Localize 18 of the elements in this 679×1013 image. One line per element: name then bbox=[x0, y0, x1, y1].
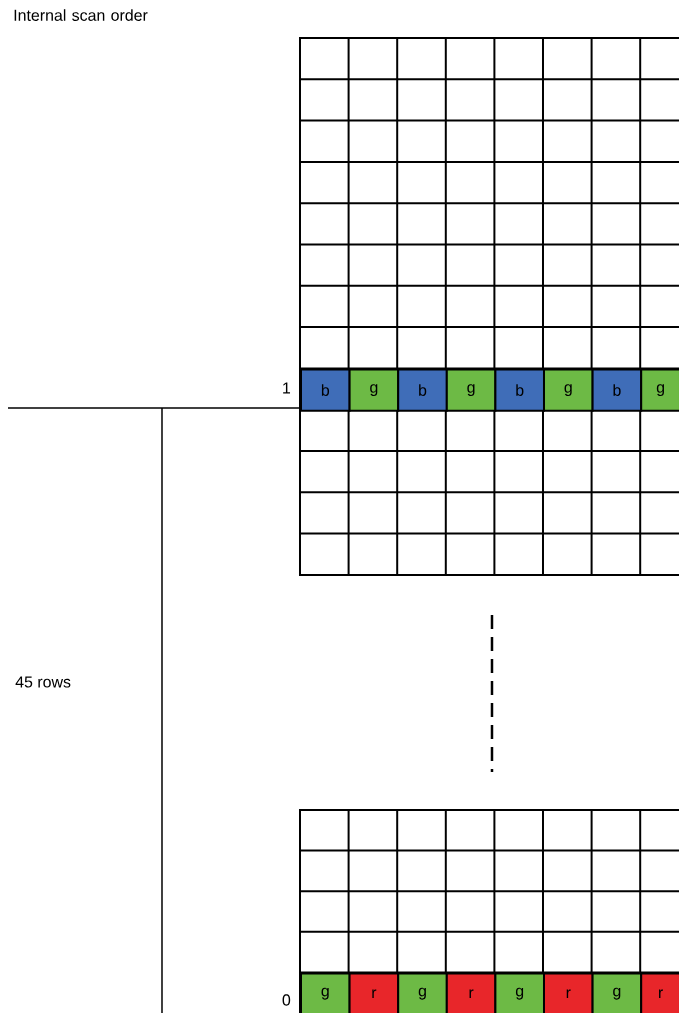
colored-cell: g bbox=[397, 972, 448, 1013]
dimension-label: 45 rows bbox=[15, 676, 71, 688]
colored-cell: r bbox=[348, 972, 400, 1013]
colored-cell: b bbox=[397, 368, 448, 412]
colored-cell: g bbox=[640, 368, 679, 412]
colored-cell: g bbox=[300, 972, 351, 1013]
colored-cell: g bbox=[445, 368, 497, 412]
colored-cell: g bbox=[348, 368, 400, 412]
colored-cell: g bbox=[543, 368, 594, 412]
colored-cell: b bbox=[591, 368, 643, 412]
colored-cell: g bbox=[591, 972, 643, 1013]
colored-cell: r bbox=[543, 972, 594, 1013]
colored-cell: b bbox=[494, 368, 545, 412]
colored-cell: r bbox=[640, 972, 679, 1013]
colored-cell: r bbox=[445, 972, 497, 1013]
colored-cell: b bbox=[300, 368, 351, 412]
colored-cell: g bbox=[494, 972, 545, 1013]
heading: Internal scan order bbox=[14, 9, 148, 21]
